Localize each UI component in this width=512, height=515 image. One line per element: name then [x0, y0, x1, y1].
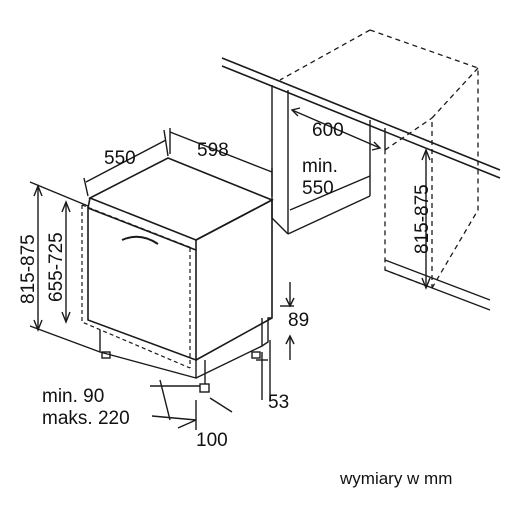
dim-min550-line	[289, 175, 371, 211]
door-dashed	[81, 204, 193, 369]
label-width-598: 598	[197, 140, 229, 161]
units-note: wymiary w mm	[339, 469, 452, 488]
label-plinth-89: 89	[288, 310, 309, 331]
label-foot-depth-100: 100	[196, 430, 228, 451]
feet	[101, 351, 261, 393]
dim-89-line	[280, 282, 295, 360]
door-handle	[121, 235, 159, 245]
label-plinth-min: min. 90	[42, 386, 104, 407]
label-niche-min: min.	[302, 156, 338, 177]
dim-600-line	[290, 107, 382, 151]
dim-niche-height-line	[421, 148, 431, 290]
label-niche-min-550: 550	[302, 178, 334, 199]
label-niche-600: 600	[312, 120, 344, 141]
dim-plinth-height-line	[150, 379, 200, 421]
dishwasher-body	[87, 157, 274, 362]
floor-lines	[384, 259, 491, 311]
label-foot-53: 53	[268, 392, 289, 413]
niche-dashed-outline	[279, 29, 479, 289]
label-niche-height: 815-875	[412, 184, 433, 254]
dim-550-line	[83, 129, 169, 197]
label-plinth-max: maks. 220	[42, 408, 130, 429]
label-door-height: 655-725	[46, 232, 67, 302]
dim-100-line	[177, 397, 233, 430]
plinth	[99, 317, 272, 379]
label-depth-550: 550	[104, 148, 136, 169]
label-height: 815-875	[18, 234, 39, 304]
worktop	[221, 57, 501, 179]
dim-height-lines	[29, 181, 101, 353]
dim-598-line	[169, 128, 273, 196]
dim-53-line	[256, 340, 271, 400]
